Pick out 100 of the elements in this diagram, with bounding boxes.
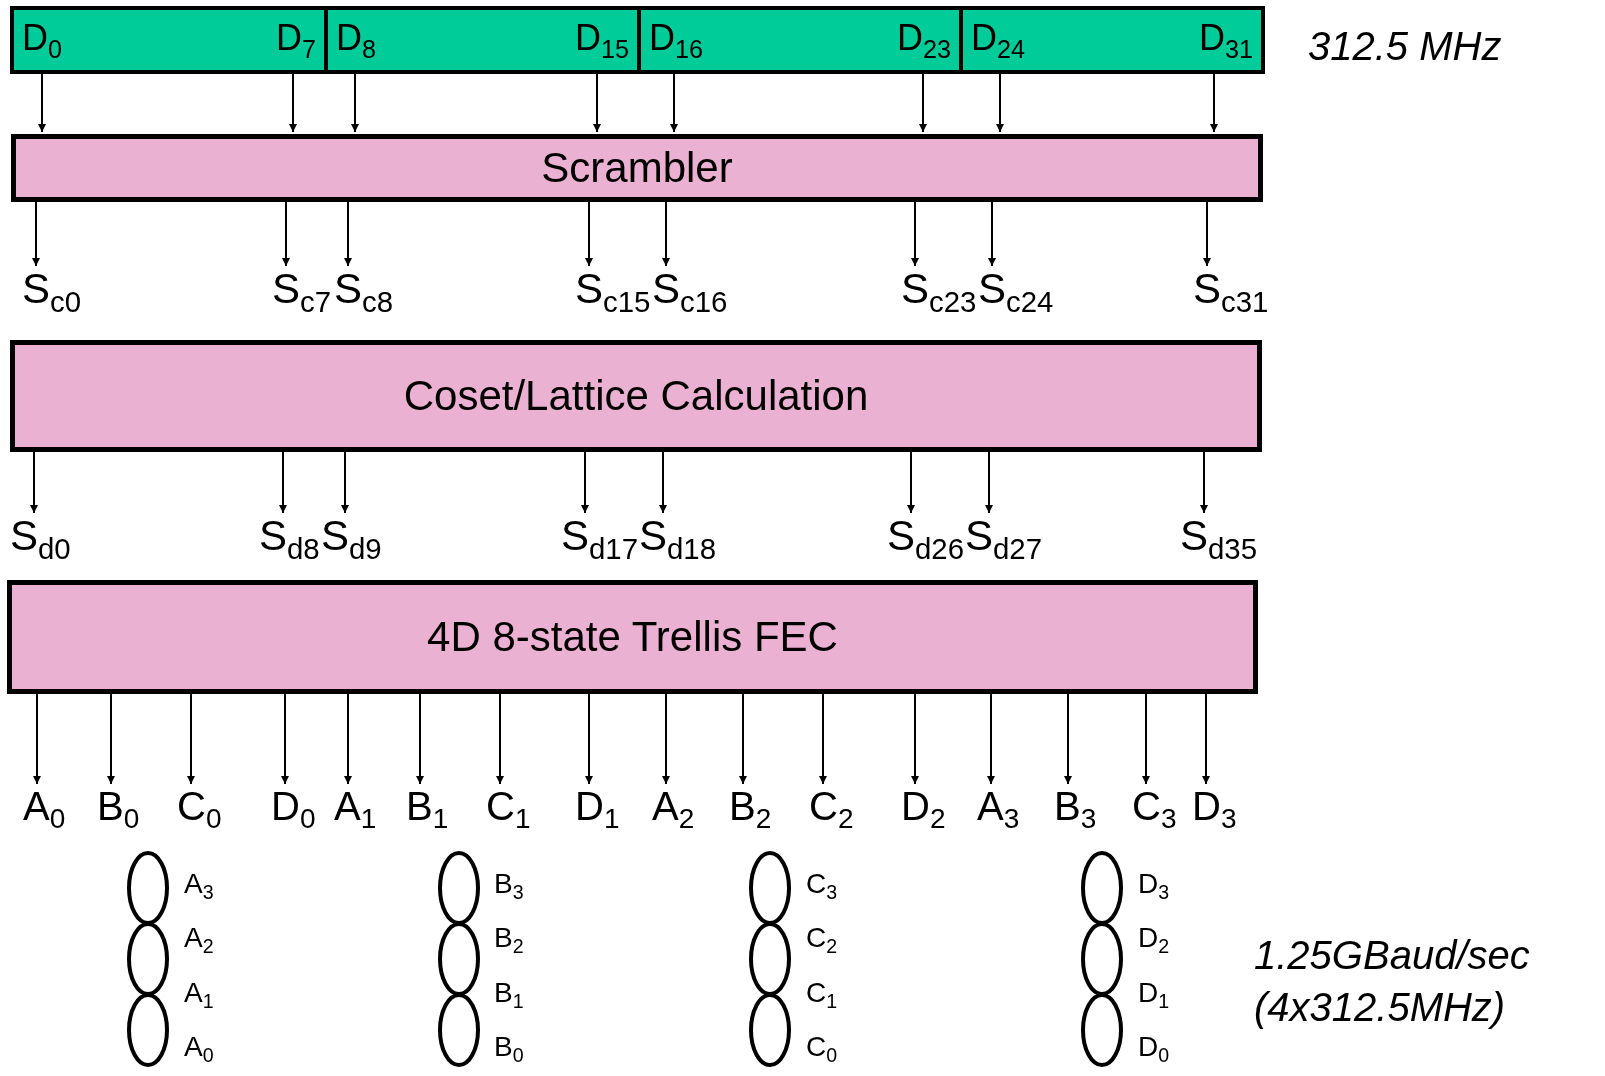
signal-label: S$_{c23}$ bbox=[901, 268, 977, 317]
signal-label: S$_{c15}$ bbox=[575, 268, 651, 317]
signal-label: S$_{d0}$ bbox=[10, 515, 71, 564]
arrow bbox=[662, 693, 670, 785]
arrow bbox=[281, 693, 289, 785]
arrow bbox=[279, 451, 287, 514]
symbol-label: B$_{0}$ bbox=[494, 1033, 524, 1066]
baud-rate-note: 1.25GBaud/sec (4x312.5MHz) bbox=[1254, 932, 1531, 1031]
bit-label: D$_{0}$ bbox=[22, 20, 62, 62]
arrow bbox=[344, 693, 352, 785]
arrow bbox=[585, 201, 593, 267]
symbol-label: C$_{0}$ bbox=[806, 1033, 838, 1066]
symbol-label: A$_{2}$ bbox=[184, 924, 214, 957]
arrow bbox=[38, 73, 46, 133]
arrow bbox=[1142, 693, 1150, 785]
symbol-label: C$_{2}$ bbox=[806, 924, 838, 957]
arrow bbox=[593, 73, 601, 133]
signal-label: S$_{c7}$ bbox=[272, 268, 332, 317]
arrow bbox=[911, 693, 919, 785]
signal-label: C$_{0}$ bbox=[177, 786, 222, 834]
signal-label: D$_{2}$ bbox=[901, 786, 946, 834]
process-block bbox=[10, 340, 1262, 452]
bit-label: D$_{24}$ bbox=[971, 20, 1026, 62]
symbol-label: A$_{3}$ bbox=[184, 870, 214, 903]
symbol-label: C$_{1}$ bbox=[806, 979, 838, 1012]
signal-label: S$_{d27}$ bbox=[965, 515, 1043, 564]
arrow bbox=[1202, 693, 1210, 785]
signal-label: D$_{1}$ bbox=[575, 786, 620, 834]
arrow bbox=[416, 693, 424, 785]
bit-label: D$_{8}$ bbox=[336, 20, 376, 62]
symbol-label: A$_{1}$ bbox=[184, 979, 214, 1012]
signal-label: A$_{3}$ bbox=[977, 786, 1020, 834]
arrow bbox=[496, 693, 504, 785]
signal-label: C$_{3}$ bbox=[1132, 786, 1177, 834]
signal-label: C$_{2}$ bbox=[809, 786, 854, 834]
arrow bbox=[819, 693, 827, 785]
signal-label: D$_{3}$ bbox=[1192, 786, 1237, 834]
signal-label: S$_{d26}$ bbox=[887, 515, 965, 564]
symbol-label: B$_{1}$ bbox=[494, 979, 524, 1012]
block-title: Scrambler bbox=[541, 144, 733, 192]
signal-label: B$_{1}$ bbox=[406, 786, 449, 834]
arrow bbox=[32, 201, 40, 267]
block-title: Coset/Lattice Calculation bbox=[403, 372, 869, 420]
arrow bbox=[107, 693, 115, 785]
arrow bbox=[341, 451, 349, 514]
arrow bbox=[987, 693, 995, 785]
arrow bbox=[911, 201, 919, 267]
signal-label: S$_{c31}$ bbox=[1193, 268, 1269, 317]
arrow bbox=[585, 693, 593, 785]
signal-label: S$_{c8}$ bbox=[334, 268, 394, 317]
signal-label: A$_{2}$ bbox=[652, 786, 695, 834]
signal-label: S$_{c16}$ bbox=[652, 268, 728, 317]
signal-label: B$_{2}$ bbox=[729, 786, 772, 834]
signal-label: S$_{d17}$ bbox=[561, 515, 639, 564]
arrow bbox=[581, 451, 589, 514]
signal-label: A$_{1}$ bbox=[334, 786, 377, 834]
signal-label: S$_{d35}$ bbox=[1180, 515, 1258, 564]
bit-label: D$_{15}$ bbox=[574, 20, 629, 62]
signal-label: D$_{0}$ bbox=[271, 786, 316, 834]
arrow bbox=[659, 451, 667, 514]
arrow bbox=[996, 73, 1004, 133]
arrow bbox=[344, 201, 352, 267]
bit-label: D$_{23}$ bbox=[896, 20, 951, 62]
symbol-label: D$_{1}$ bbox=[1138, 979, 1170, 1012]
arrow bbox=[1203, 201, 1211, 267]
arrow bbox=[1200, 451, 1208, 514]
clock-rate-note: 312.5 MHz bbox=[1308, 23, 1503, 70]
signal-label: S$_{c24}$ bbox=[978, 268, 1054, 317]
symbol-label: B$_{2}$ bbox=[494, 924, 524, 957]
bit-label: D$_{31}$ bbox=[1198, 20, 1253, 62]
arrow bbox=[1064, 693, 1072, 785]
block-title: 4D 8-state Trellis FEC bbox=[427, 613, 838, 661]
signal-label: S$_{d9}$ bbox=[321, 515, 382, 564]
arrow bbox=[30, 451, 38, 514]
bit-label: D$_{16}$ bbox=[649, 20, 704, 62]
arrow bbox=[739, 693, 747, 785]
symbol-label: A$_{0}$ bbox=[184, 1033, 214, 1066]
arrow bbox=[907, 451, 915, 514]
arrow bbox=[670, 73, 678, 133]
signal-label: A$_{0}$ bbox=[23, 786, 66, 834]
arrow bbox=[988, 201, 996, 267]
symbol-label: B$_{3}$ bbox=[494, 870, 524, 903]
signal-label: B$_{3}$ bbox=[1054, 786, 1097, 834]
symbol-label: D$_{3}$ bbox=[1138, 870, 1170, 903]
signal-label: S$_{d18}$ bbox=[639, 515, 717, 564]
arrow bbox=[351, 73, 359, 133]
arrow bbox=[662, 201, 670, 267]
arrow bbox=[187, 693, 195, 785]
arrow bbox=[289, 73, 297, 133]
arrow bbox=[1210, 73, 1218, 133]
process-block bbox=[11, 134, 1263, 202]
bit-label: D$_{7}$ bbox=[276, 20, 316, 62]
signal-label: S$_{d8}$ bbox=[259, 515, 320, 564]
signal-label: C$_{1}$ bbox=[486, 786, 531, 834]
signal-label: S$_{c0}$ bbox=[22, 268, 82, 317]
arrow bbox=[919, 73, 927, 133]
symbol-label: C$_{3}$ bbox=[806, 870, 838, 903]
symbol-label: D$_{0}$ bbox=[1138, 1033, 1170, 1066]
symbol-label: D$_{2}$ bbox=[1138, 924, 1170, 957]
signal-label: B$_{0}$ bbox=[97, 786, 140, 834]
